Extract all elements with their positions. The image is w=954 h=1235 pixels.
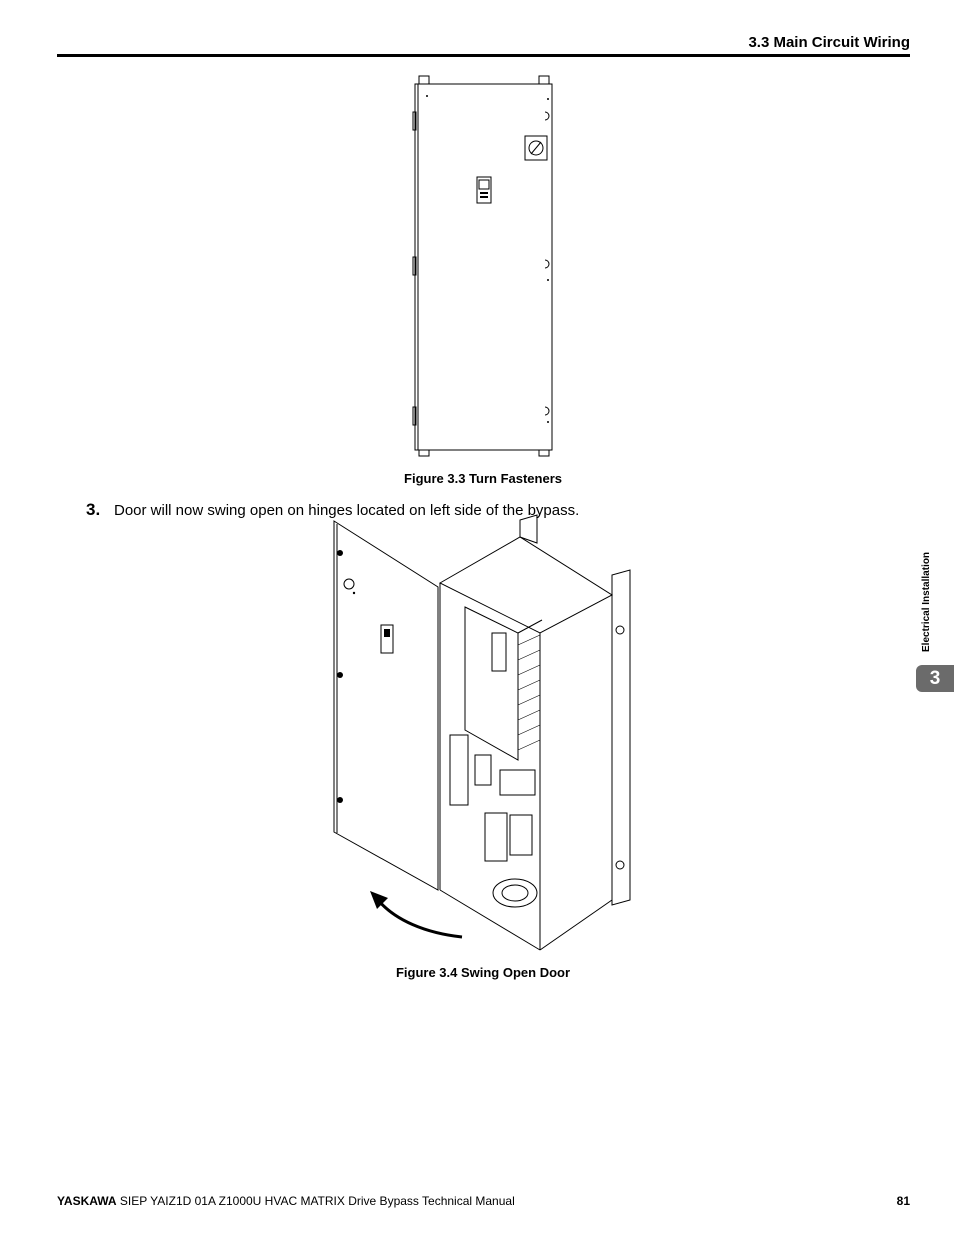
chapter-tab[interactable]: 3	[916, 665, 954, 692]
section-title: 3.3 Main Circuit Wiring	[748, 34, 910, 51]
footer-manual-title: SIEP YAIZ1D 01A Z1000U HVAC MATRIX Drive…	[116, 1194, 515, 1208]
figure-3-4-caption: Figure 3.4 Swing Open Door	[395, 965, 571, 980]
step-number: 3.	[86, 500, 101, 519]
footer: YASKAWA SIEP YAIZ1D 01A Z1000U HVAC MATR…	[57, 1194, 515, 1208]
header-rule	[57, 54, 910, 57]
figure-swing-open-door	[333, 514, 631, 951]
footer-brand: YASKAWA	[57, 1194, 117, 1208]
figure-3-3-caption: Figure 3.3 Turn Fasteners	[404, 471, 562, 486]
figure-turn-fasteners	[412, 75, 553, 457]
page-number: 81	[896, 1194, 910, 1208]
step-text: Door will now swing open on hinges locat…	[114, 502, 580, 519]
side-tab-label: Electrical Installation	[921, 551, 932, 652]
